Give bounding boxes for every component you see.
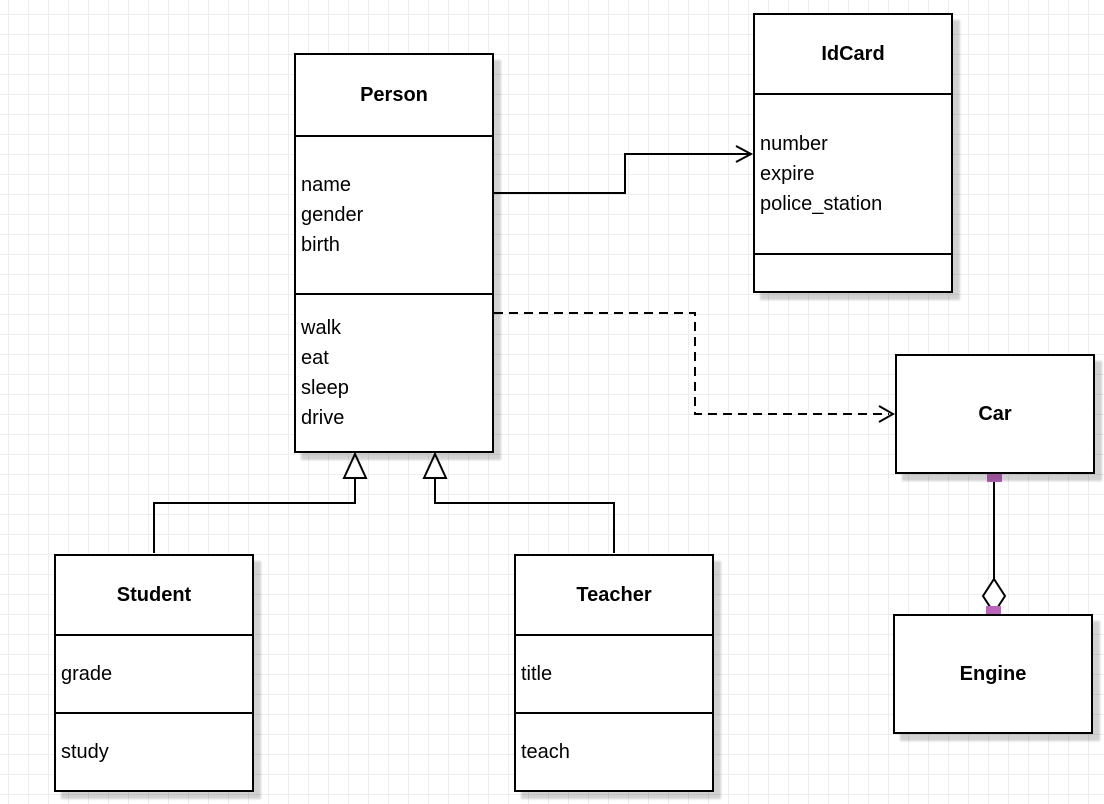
- class-idcard-title: IdCard: [755, 15, 951, 95]
- edge-person-car-dependency[interactable]: [494, 313, 893, 422]
- hollow-triangle-arrowhead: [344, 454, 366, 478]
- class-idcard-methods: [755, 255, 951, 291]
- attribute: expire: [760, 163, 815, 185]
- class-teacher-attributes: title: [516, 636, 712, 714]
- method: walk: [301, 317, 342, 339]
- attribute: number: [760, 133, 828, 155]
- edge-car-engine-aggregation[interactable]: [983, 467, 1005, 621]
- class-car-title: Car: [978, 402, 1012, 425]
- attribute: police_station: [760, 193, 883, 215]
- edge-person-idcard-association[interactable]: [494, 146, 751, 193]
- attribute: name: [301, 174, 352, 196]
- class-student-methods: study: [56, 714, 252, 790]
- attribute: gender: [301, 204, 364, 226]
- class-idcard[interactable]: IdCard number expire police_station: [753, 13, 953, 293]
- method: eat: [301, 347, 329, 369]
- class-person-attributes: name gender birth: [296, 137, 492, 295]
- open-arrowhead: [879, 406, 893, 422]
- attribute: birth: [301, 234, 340, 256]
- method: teach: [521, 741, 570, 763]
- class-car[interactable]: Car: [895, 354, 1095, 474]
- class-student[interactable]: Student grade study: [54, 554, 254, 792]
- hollow-triangle-arrowhead: [424, 454, 446, 478]
- class-engine-title: Engine: [959, 662, 1027, 685]
- class-teacher[interactable]: Teacher title teach: [514, 554, 714, 792]
- class-person-methods: walk eat sleep drive: [296, 295, 492, 451]
- class-student-title: Student: [56, 556, 252, 636]
- class-person[interactable]: Person name gender birth walk eat sleep …: [294, 53, 494, 453]
- attribute: grade: [61, 663, 113, 685]
- method: sleep: [301, 377, 349, 399]
- method: drive: [301, 407, 345, 429]
- class-engine[interactable]: Engine: [893, 614, 1093, 734]
- method: study: [61, 741, 109, 763]
- edge-student-person-generalization[interactable]: [154, 454, 366, 553]
- class-idcard-attributes: number expire police_station: [755, 95, 951, 255]
- edge-teacher-person-generalization[interactable]: [424, 454, 614, 553]
- class-teacher-title: Teacher: [516, 556, 712, 636]
- open-arrowhead: [736, 146, 751, 162]
- attribute: title: [521, 663, 553, 685]
- class-person-title: Person: [296, 55, 492, 137]
- class-student-attributes: grade: [56, 636, 252, 714]
- class-teacher-methods: teach: [516, 714, 712, 790]
